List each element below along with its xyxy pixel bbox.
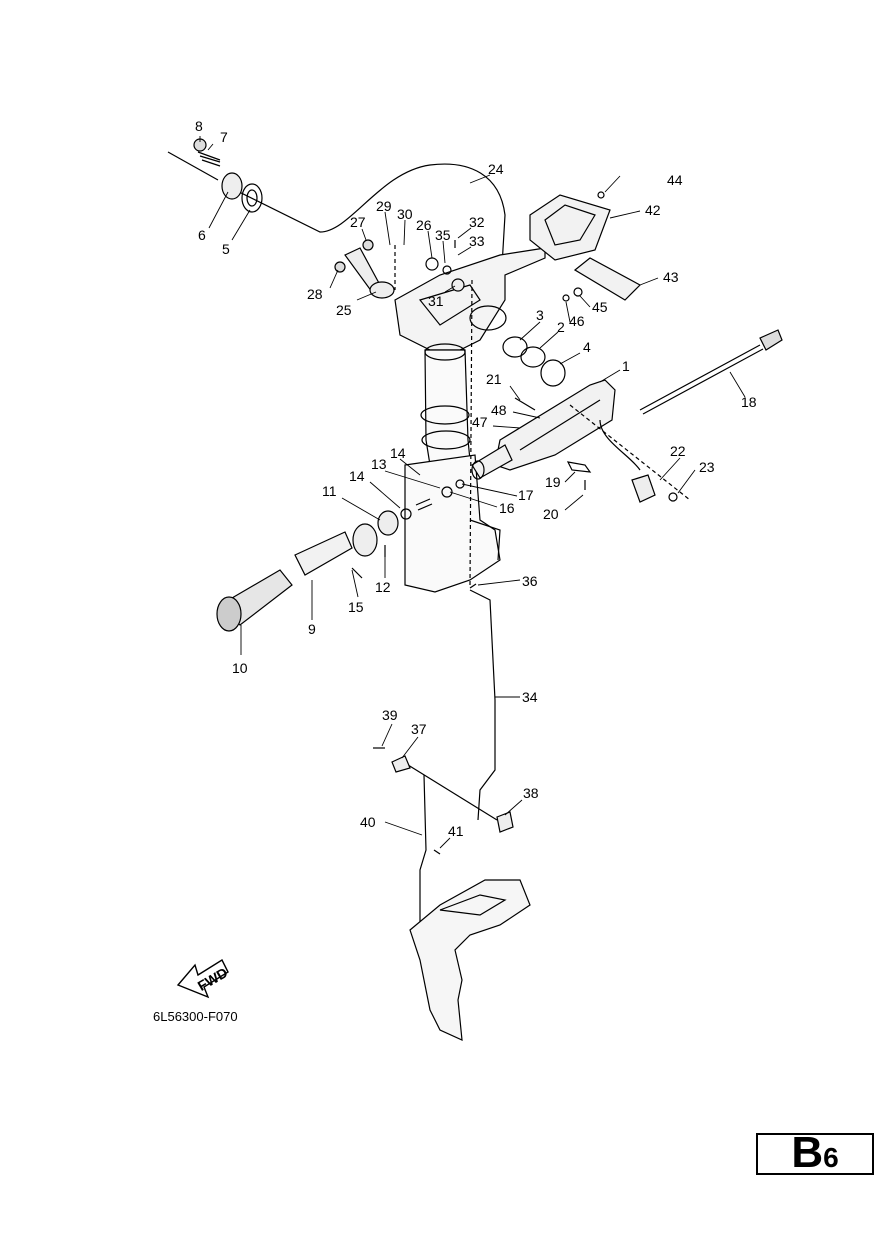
- callout-22: 22: [670, 443, 686, 459]
- callout-8: 8: [195, 118, 203, 134]
- centerline: [469, 279, 473, 586]
- callout-25: 25: [336, 302, 352, 318]
- bolt: [514, 397, 536, 411]
- section-letter: B: [791, 1128, 824, 1177]
- cable-tip: [167, 151, 219, 181]
- callout-17: 17: [518, 487, 534, 503]
- callout-48: 48: [491, 402, 507, 418]
- callout-46: 46: [569, 313, 585, 329]
- callout-20: 20: [543, 506, 559, 522]
- callout-5: 5: [222, 241, 230, 257]
- callout-35: 35: [435, 227, 451, 243]
- callout-33: 33: [469, 233, 485, 249]
- callout-9: 9: [308, 621, 316, 637]
- lower-unit: [409, 879, 531, 1041]
- callout-2: 2: [557, 319, 565, 335]
- stop-switch-lead: [639, 344, 764, 415]
- callout-3: 3: [536, 307, 544, 323]
- callout-6: 6: [198, 227, 206, 243]
- callout-39: 39: [382, 707, 398, 723]
- callout-37: 37: [411, 721, 427, 737]
- callout-21: 21: [486, 371, 502, 387]
- steering-handle: [494, 379, 616, 471]
- shift-rod-lower: [419, 774, 427, 930]
- callout-13: 13: [371, 456, 387, 472]
- callout-27: 27: [350, 214, 366, 230]
- callout-34: 34: [522, 689, 538, 705]
- stop-switch-wire: [599, 419, 641, 471]
- cable-holder: [221, 172, 243, 200]
- callout-12: 12: [375, 579, 391, 595]
- callout-41: 41: [448, 823, 464, 839]
- callout-36: 36: [522, 573, 538, 589]
- washer-3: [502, 336, 528, 358]
- callout-29: 29: [376, 198, 392, 214]
- washer-2: [520, 346, 546, 368]
- shift-rod: [469, 589, 496, 821]
- fwd-arrow: [176, 958, 229, 999]
- callout-1: 1: [622, 358, 630, 374]
- callout-44: 44: [667, 172, 683, 188]
- callout-19: 19: [545, 474, 561, 490]
- section-number: 6: [823, 1142, 839, 1173]
- callout-24: 24: [488, 161, 504, 177]
- spring: [197, 151, 221, 167]
- callout-28: 28: [307, 286, 323, 302]
- figure-code: 6L56300-F070: [153, 1009, 238, 1024]
- throttle-cable: [224, 163, 506, 301]
- callout-38: 38: [523, 785, 539, 801]
- callout-7: 7: [220, 129, 228, 145]
- steering-bracket: [394, 247, 546, 351]
- callout-32: 32: [469, 214, 485, 230]
- holder-37: [391, 755, 411, 773]
- lower-casing: [404, 454, 501, 593]
- throttle-shaft: [294, 531, 353, 576]
- throttle-grip-housing: [471, 444, 513, 479]
- callout-16: 16: [499, 500, 515, 516]
- callout-11: 11: [322, 483, 337, 499]
- callout-30: 30: [397, 206, 413, 222]
- joint-38: [496, 811, 514, 833]
- callout-31: 31: [428, 293, 444, 309]
- callout-40: 40: [360, 814, 376, 830]
- bushing-4: [540, 359, 566, 387]
- stop-switch: [631, 474, 656, 503]
- leader-lines: [199, 136, 746, 849]
- callout-23: 23: [699, 459, 715, 475]
- callout-4: 4: [583, 339, 591, 355]
- callout-18: 18: [741, 394, 757, 410]
- callout-45: 45: [592, 299, 608, 315]
- callout-10: 10: [232, 660, 248, 676]
- callout-14a: 14: [390, 445, 406, 461]
- cover-42: [529, 194, 611, 261]
- section-label: B 6: [756, 1128, 874, 1177]
- callout-15: 15: [348, 599, 364, 615]
- cable-grommet: [241, 183, 263, 213]
- cover-43: [573, 257, 641, 301]
- collar: [377, 510, 399, 536]
- callout-42: 42: [645, 202, 661, 218]
- callout-26: 26: [416, 217, 432, 233]
- clip: [566, 461, 592, 473]
- callout-14b: 14: [349, 468, 365, 484]
- callout-47: 47: [472, 414, 488, 430]
- callout-43: 43: [663, 269, 679, 285]
